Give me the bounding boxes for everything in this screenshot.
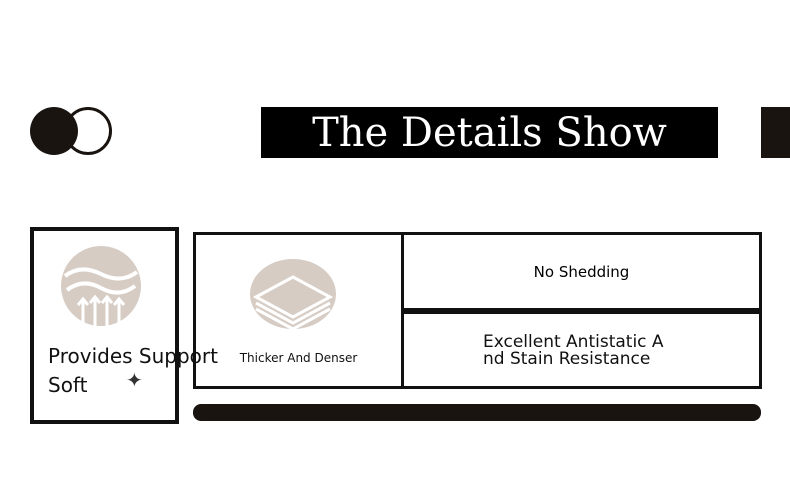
feature-label-no-shedding: No Shedding — [533, 262, 630, 281]
feature-card-no-shedding: No Shedding — [401, 232, 762, 311]
sparkle-icon: ✦ — [126, 368, 143, 392]
feature-card-support — [30, 227, 179, 424]
feature-label-thicker: Thicker And Denser — [239, 351, 358, 365]
feature-label-support: Provides Support Soft — [48, 344, 218, 397]
page-title: The Details Show — [261, 107, 718, 158]
layers-icon — [250, 259, 336, 329]
decorative-block — [761, 107, 790, 158]
feature-label-antistatic: Excellent Antistatic And Stain Resistanc… — [483, 332, 664, 369]
support-arrows-icon — [61, 246, 141, 326]
decorative-dot-outline — [64, 107, 112, 155]
decorative-bar — [193, 404, 761, 421]
feature-card-antistatic — [401, 311, 762, 389]
